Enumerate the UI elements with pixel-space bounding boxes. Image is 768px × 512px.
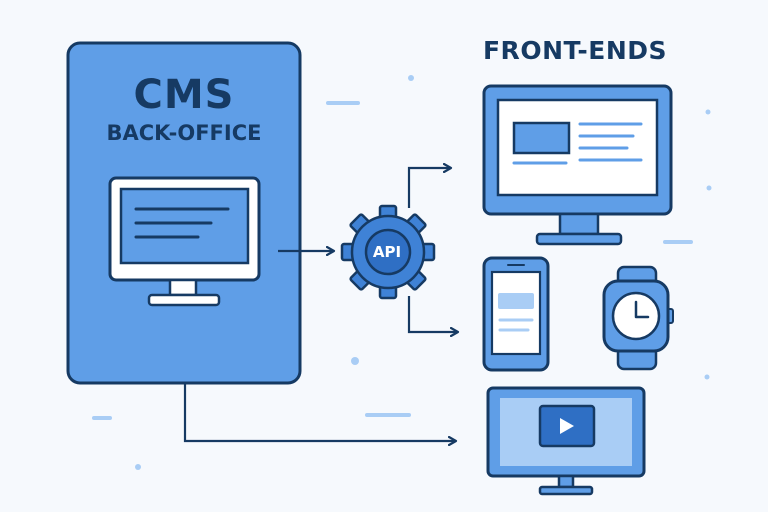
smart-tv-icon (486, 386, 646, 496)
front-ends-title: FRONT-ENDS (482, 36, 668, 65)
decorative-marks (92, 75, 712, 470)
smartphone-icon (482, 256, 550, 372)
gear-icon (340, 204, 436, 300)
desktop-monitor-icon (482, 84, 673, 246)
cms-subtitle: BACK-OFFICE (106, 121, 262, 145)
arrow-api-to-mobile (407, 296, 458, 332)
cms-title: CMS (133, 72, 235, 118)
cms-monitor-icon (108, 176, 261, 307)
arrow-cms-to-tv (183, 383, 456, 441)
smartwatch-icon (602, 265, 674, 371)
api-label: API (372, 243, 402, 261)
arrow-api-to-desktop (407, 168, 451, 208)
